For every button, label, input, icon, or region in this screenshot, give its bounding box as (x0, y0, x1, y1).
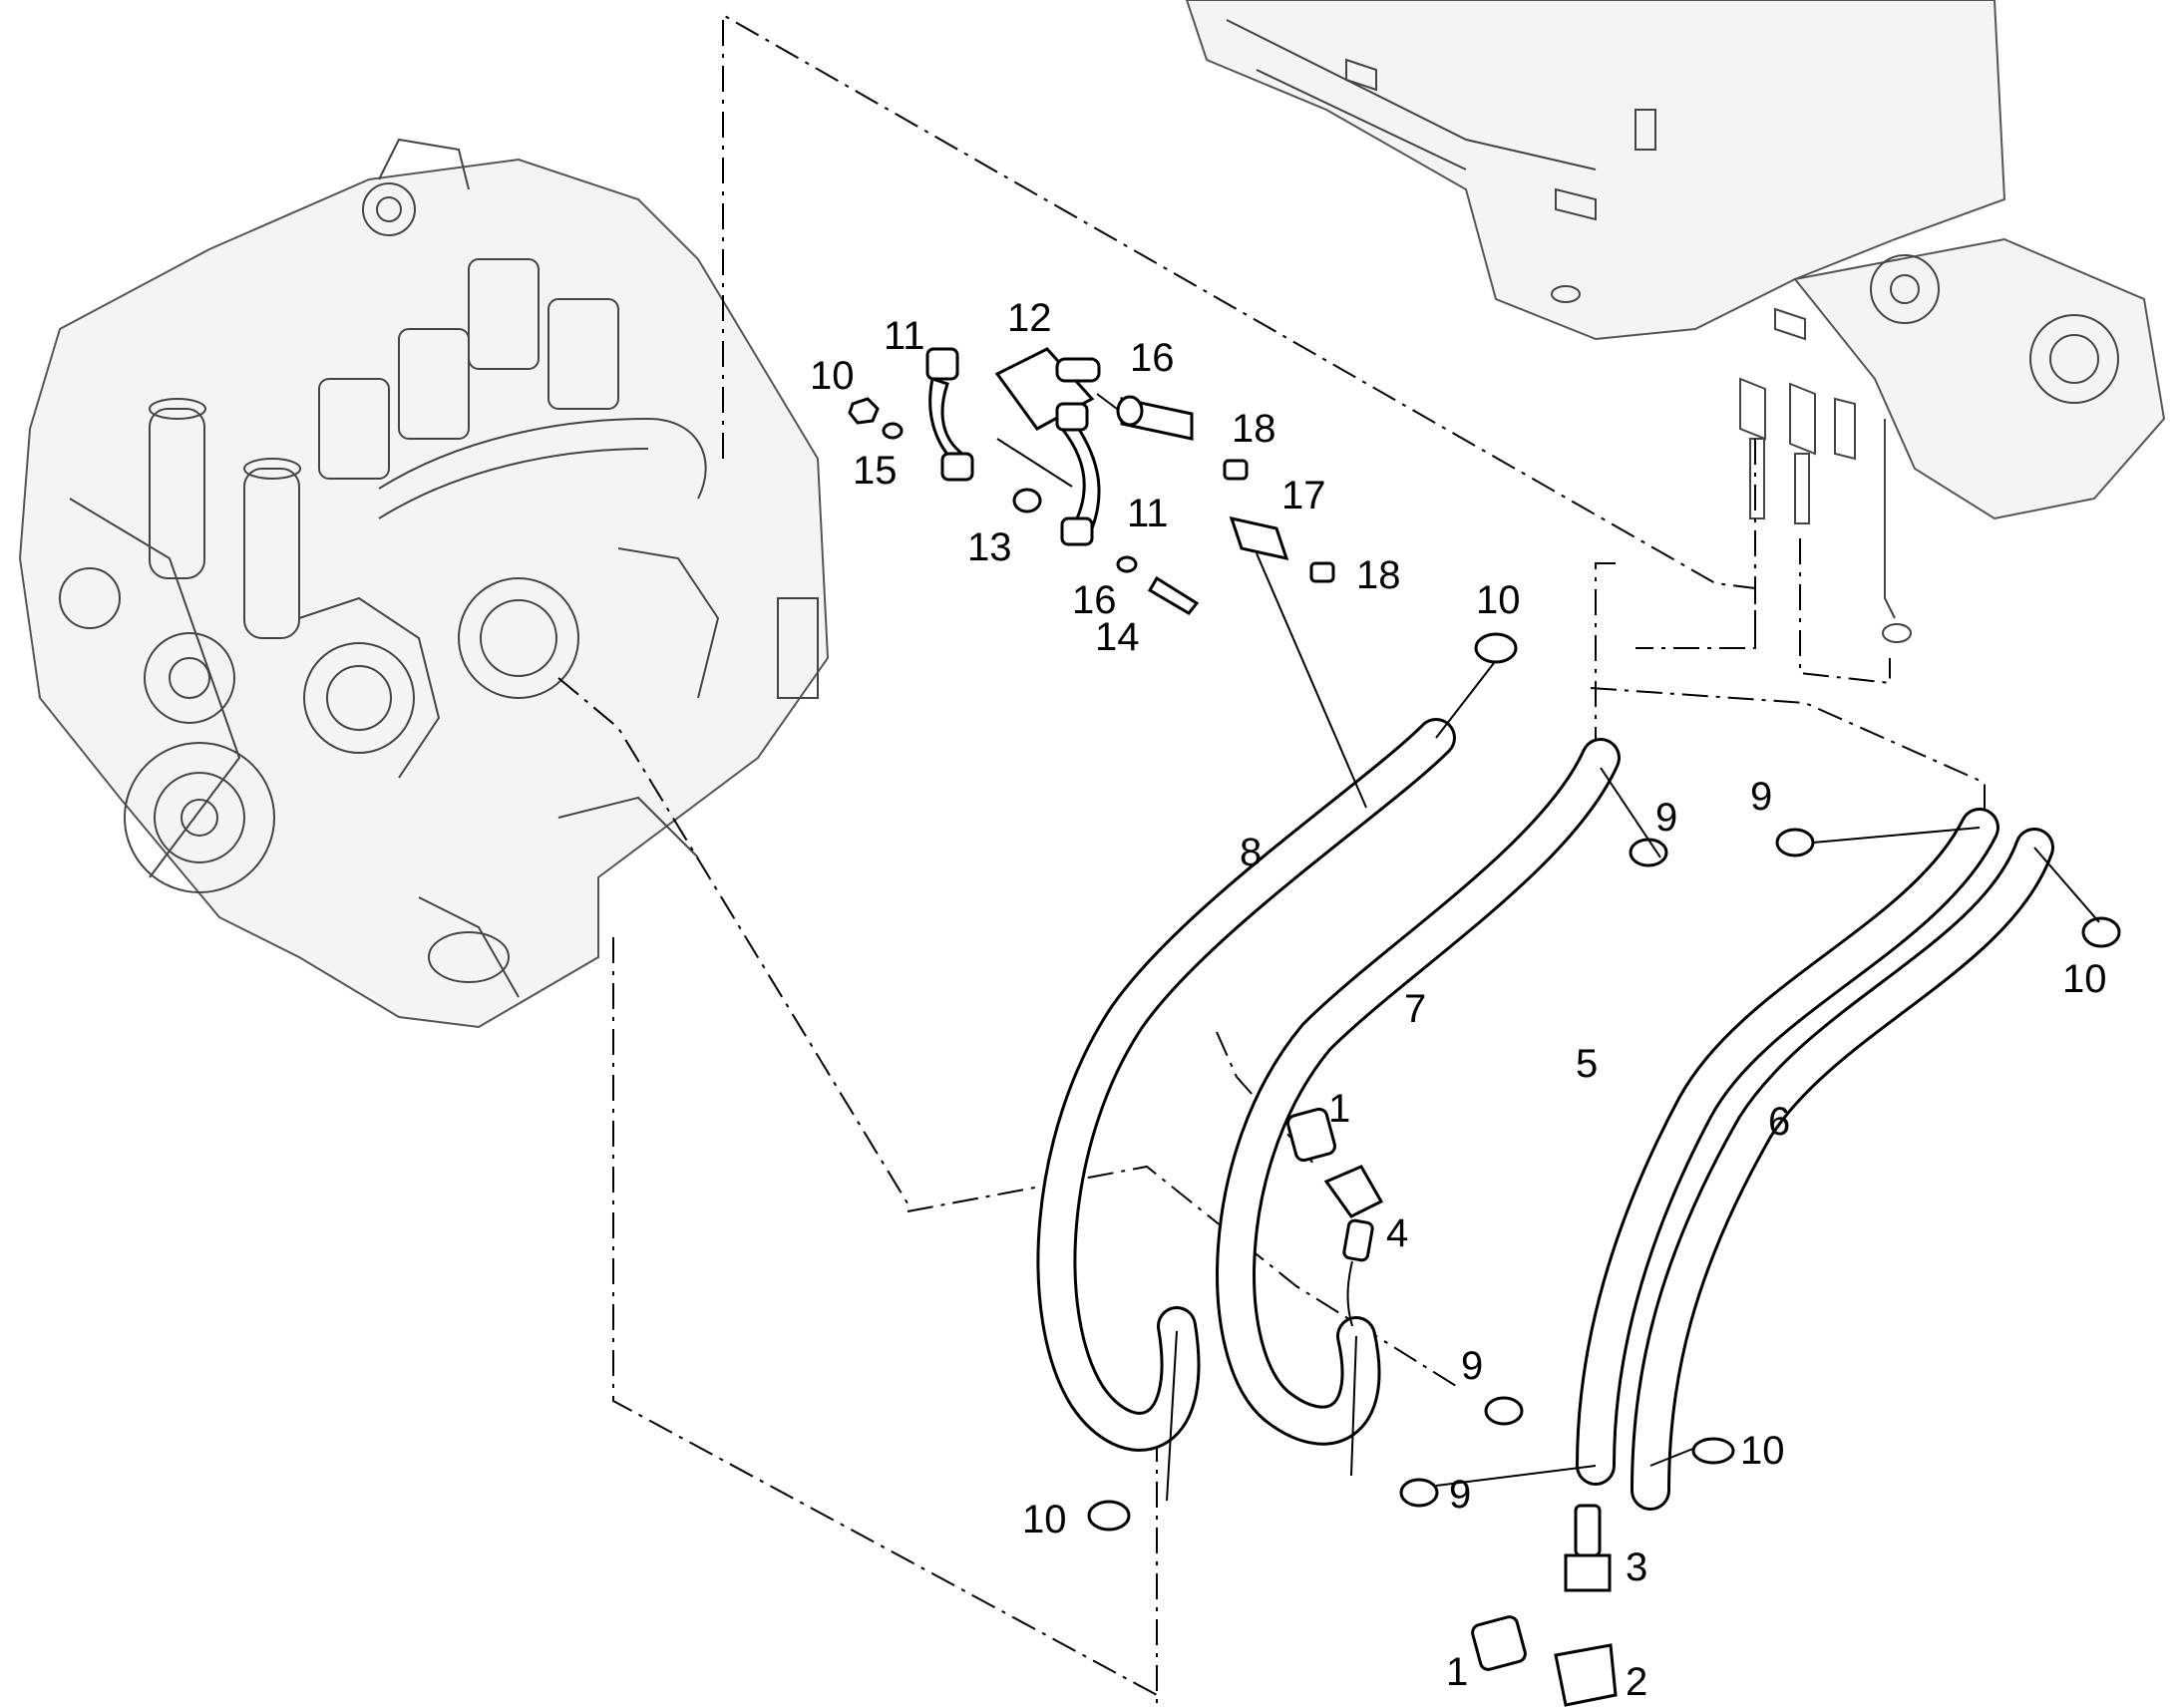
hose-clips-10 (1087, 632, 2121, 1532)
clamp-11-upper (925, 347, 974, 482)
engine-illustration (18, 138, 830, 1029)
callout-8: 8 (1240, 831, 1262, 874)
clamp-11-lower (1055, 402, 1101, 546)
callout-7: 7 (1404, 987, 1426, 1031)
callout-9: 9 (1750, 775, 1772, 819)
callout-10: 10 (2062, 957, 2107, 1001)
callout-9: 9 (1449, 1473, 1471, 1517)
callout-9: 9 (1655, 796, 1677, 840)
callout-labels: 10 11 12 16 18 15 17 11 13 18 16 14 10 9… (810, 296, 2107, 1704)
callout-18: 18 (1356, 553, 1401, 597)
callout-4: 4 (1386, 1211, 1408, 1255)
hose-7 (1216, 738, 1621, 1446)
hose-6 (1631, 828, 2054, 1511)
callout-11: 11 (884, 314, 925, 358)
callout-17: 17 (1281, 474, 1326, 517)
callout-2: 2 (1626, 1660, 1647, 1704)
leader-lines (996, 393, 2100, 1502)
rubber-block-17-lower (1229, 515, 1289, 561)
fitting-1-upper (1286, 1107, 1336, 1163)
callout-1: 1 (1328, 1087, 1350, 1131)
hose-8 (1036, 718, 1456, 1452)
callout-6: 6 (1768, 1100, 1790, 1144)
small-fasteners (848, 397, 1335, 615)
front-axle-illustration (1185, 0, 2166, 643)
callout-17: 16 (1130, 336, 1175, 380)
callout-14: 14 (1095, 615, 1140, 659)
hose-5 (1576, 808, 1999, 1486)
callout-16: 15 (853, 449, 898, 493)
elbow-fitting-4 (1323, 1165, 1384, 1327)
callout-3: 3 (1626, 1545, 1647, 1589)
callout-18: 18 (1232, 407, 1276, 451)
callout-13: 13 (967, 525, 1012, 569)
callout-9: 9 (1461, 1344, 1483, 1388)
callout-10: 10 (1022, 1498, 1067, 1541)
callout-16: 16 (1072, 578, 1117, 622)
fitting-1-lower (1471, 1615, 1527, 1671)
callout-10: 10 (1476, 578, 1521, 622)
callout-10: 10 (1740, 1429, 1785, 1473)
callout-15: 10 (810, 354, 855, 398)
callout-11: 11 (1127, 492, 1169, 535)
elbow-2 (1554, 1643, 1618, 1707)
callout-12: 12 (1007, 296, 1052, 340)
callout-1: 1 (1446, 1650, 1468, 1694)
callout-5: 5 (1576, 1042, 1598, 1086)
adapter-3 (1564, 1504, 1612, 1592)
clamp-17-upper (1116, 395, 1194, 441)
